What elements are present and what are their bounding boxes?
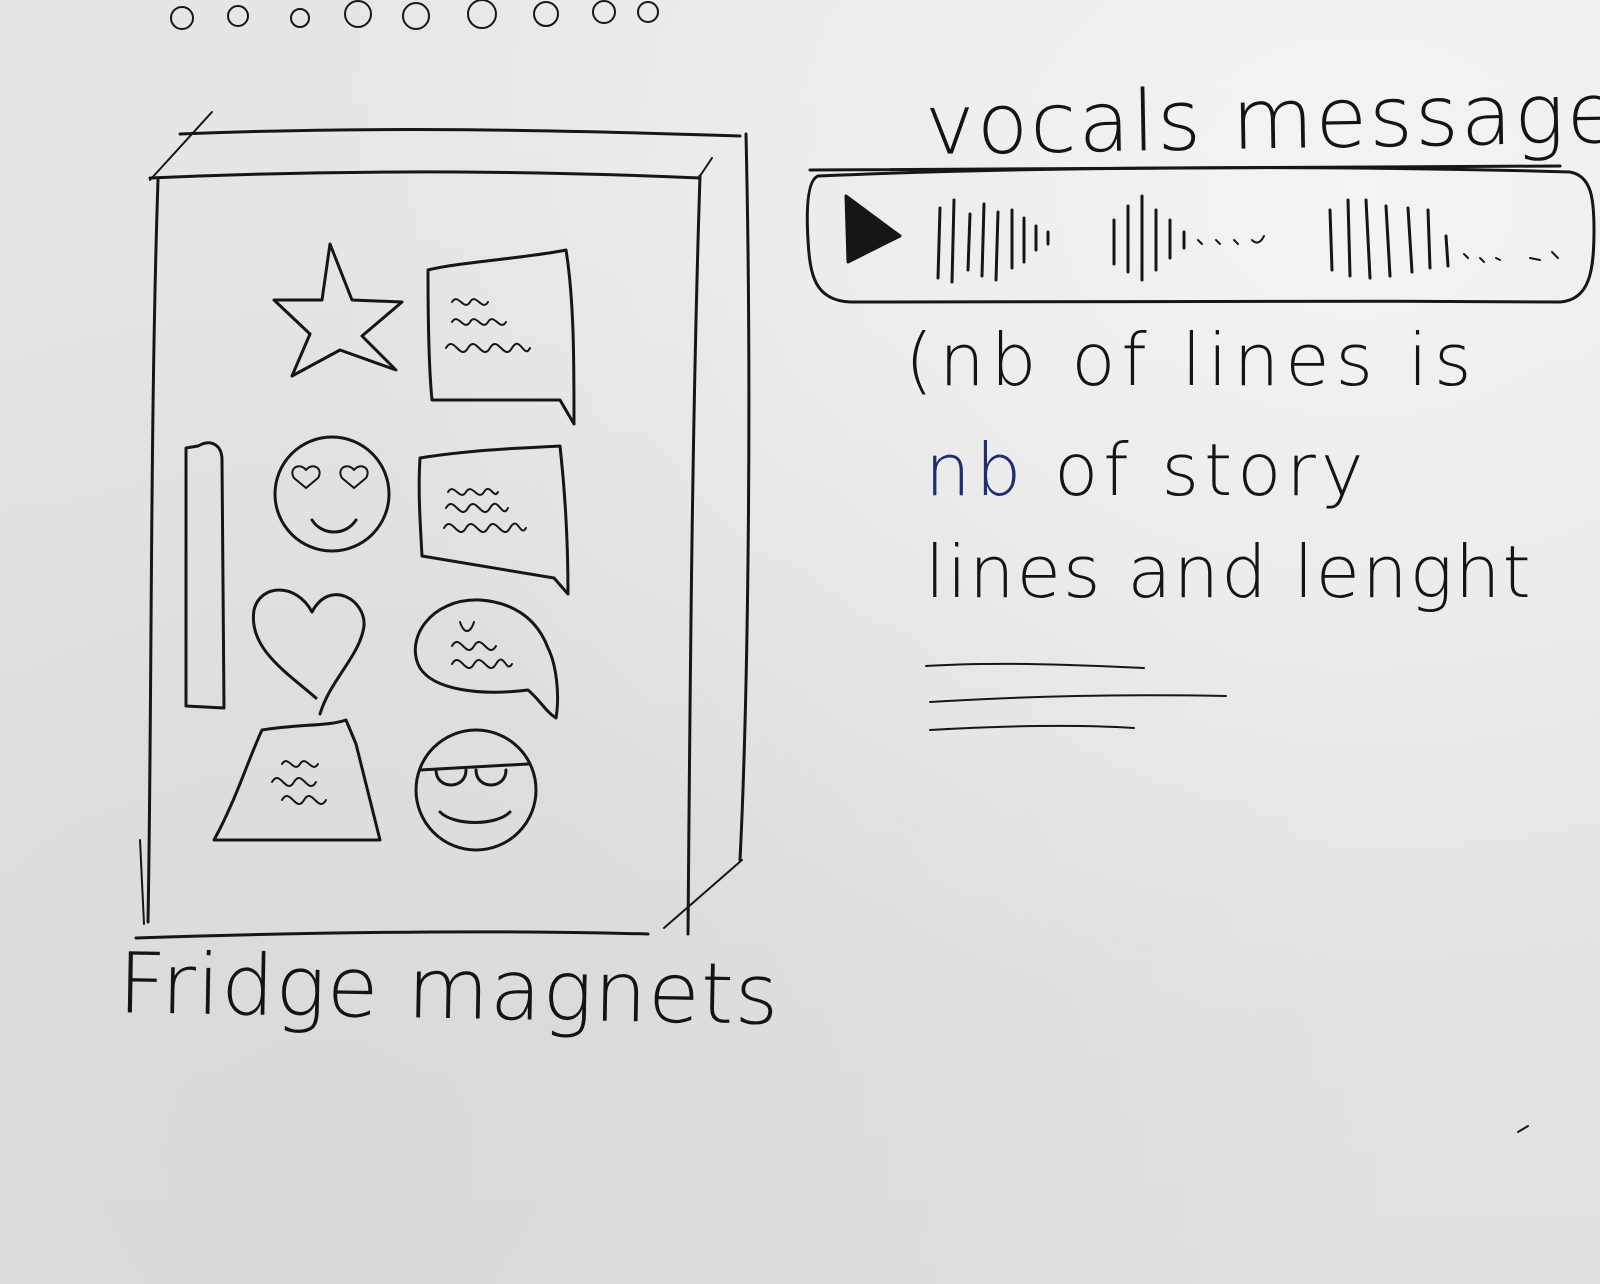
note-line-prefix: nb [925, 428, 1027, 512]
note-card-icon [212, 718, 382, 842]
waveform [936, 194, 1559, 284]
sunglasses-face-icon [414, 728, 538, 852]
voice-message-bar[interactable] [805, 164, 1596, 304]
side-bar [184, 441, 226, 710]
note-line: nb of story [925, 428, 1369, 512]
speech-bubble-icon [417, 444, 570, 596]
vocals-message-title: vocals message [924, 63, 1600, 175]
note-line: (nb of lines is [905, 318, 1478, 402]
round-speech-bubble-icon [413, 598, 560, 720]
ink-mark [1517, 1125, 1529, 1133]
speech-bubble-icon [426, 248, 576, 426]
fridge-magnets-caption: Fridge magnets [117, 934, 781, 1044]
note-line: lines and lenght [925, 530, 1533, 614]
star-icon [272, 242, 404, 378]
doodle-circles [170, 0, 659, 30]
note-line-rest: of story [1026, 428, 1369, 512]
play-icon[interactable] [844, 194, 902, 264]
heart-eyes-face-icon [273, 435, 391, 553]
heart-icon [251, 588, 366, 716]
fridge-frame [134, 111, 751, 940]
text-placeholder-lines [925, 662, 1227, 731]
